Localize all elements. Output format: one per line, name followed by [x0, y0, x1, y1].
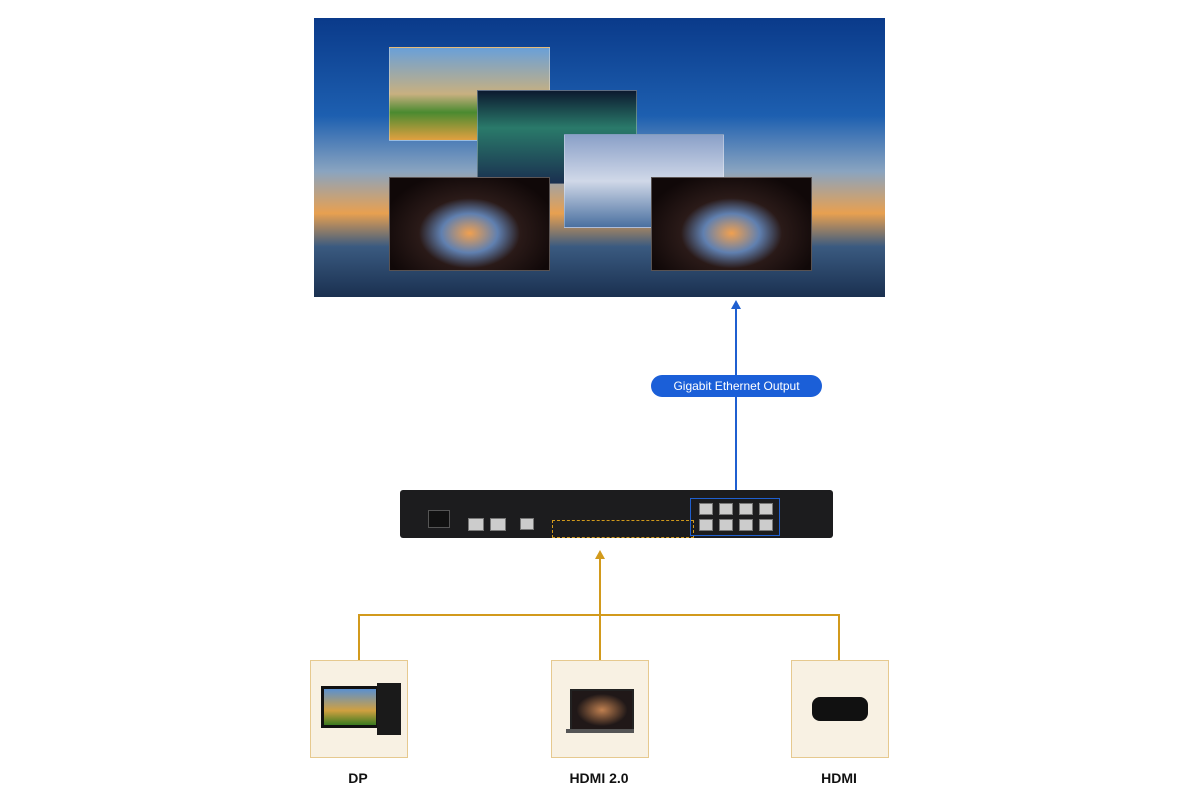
pc-tower [377, 683, 401, 735]
desktop-computer-icon [321, 686, 379, 728]
dp-drop-line [358, 614, 360, 660]
photo-arch-left [389, 177, 550, 271]
media-box-icon [812, 697, 868, 721]
source-label: DP [348, 770, 368, 786]
video-processor-device [400, 490, 833, 538]
laptop-base [566, 729, 634, 733]
arrow-up-icon [731, 300, 741, 309]
ethernet-output-ports-group [690, 498, 780, 536]
laptop-icon [570, 689, 634, 731]
power-socket [428, 510, 450, 528]
rs232-port [490, 518, 506, 531]
source-label: HDMI [821, 770, 857, 786]
usb-port [520, 518, 534, 530]
input-ports-group [552, 520, 694, 538]
input-connector-line [599, 558, 601, 660]
led-screen [314, 18, 885, 297]
source-label: HDMI 2.0 [569, 770, 629, 786]
hdmi-drop-line [838, 614, 840, 660]
source-box-dp [310, 660, 408, 758]
output-connector-line [735, 308, 737, 492]
source-box-hdmi [791, 660, 889, 758]
input-bus-line [358, 614, 840, 616]
output-label: Gigabit Ethernet Output [651, 375, 822, 397]
photo-arch-right [651, 177, 812, 271]
lan-port [468, 518, 484, 531]
arrow-up-icon [595, 550, 605, 559]
source-box-hdmi2 [551, 660, 649, 758]
